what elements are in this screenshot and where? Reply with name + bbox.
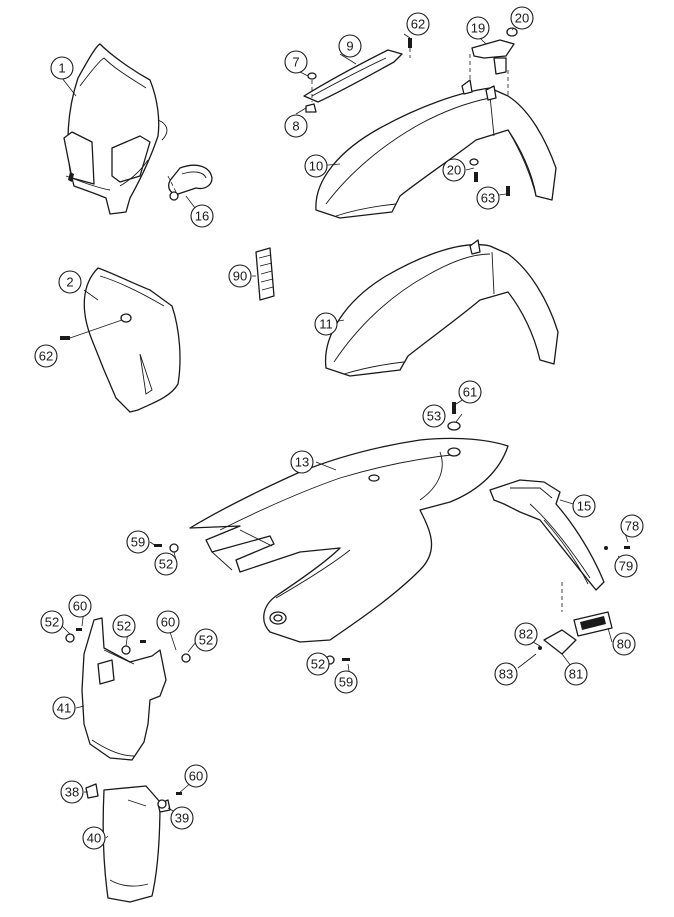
callout-90: 90	[228, 264, 252, 288]
svg-text:60: 60	[161, 615, 175, 630]
svg-text:78: 78	[625, 519, 639, 534]
front-fender-11	[324, 239, 559, 377]
callout-20-top: 20	[510, 6, 534, 30]
callout-62-top: 62	[406, 12, 430, 36]
callout-15: 15	[572, 494, 596, 518]
callout-52-e: 52	[306, 652, 330, 676]
svg-text:81: 81	[569, 667, 583, 682]
svg-text:82: 82	[519, 627, 533, 642]
svg-text:20: 20	[515, 11, 529, 26]
callout-11: 11	[314, 312, 338, 336]
callout-7: 7	[284, 50, 308, 74]
svg-text:63: 63	[481, 191, 495, 206]
svg-text:1: 1	[58, 61, 65, 76]
svg-text:62: 62	[39, 349, 53, 364]
callout-1: 1	[50, 56, 74, 80]
svg-text:90: 90	[233, 269, 247, 284]
callout-38: 38	[60, 780, 84, 804]
callout-60-b: 60	[156, 610, 180, 634]
headlight-clamp	[167, 164, 213, 201]
svg-text:79: 79	[619, 559, 633, 574]
callout-40: 40	[82, 826, 106, 850]
svg-text:9: 9	[346, 39, 353, 54]
callout-83: 83	[494, 662, 518, 686]
callout-63: 63	[476, 186, 500, 210]
callout-8: 8	[284, 114, 308, 138]
callout-82: 82	[514, 622, 538, 646]
svg-text:40: 40	[87, 831, 101, 846]
callout-52-d: 52	[194, 628, 218, 652]
mud-guard	[81, 617, 167, 761]
foam-pad	[255, 247, 275, 301]
svg-text:15: 15	[577, 499, 591, 514]
svg-text:52: 52	[311, 657, 325, 672]
svg-text:52: 52	[45, 615, 59, 630]
side-panel	[189, 437, 509, 643]
svg-text:52: 52	[159, 557, 173, 572]
callout-53: 53	[422, 404, 446, 428]
svg-text:60: 60	[73, 599, 87, 614]
callout-19: 19	[466, 16, 490, 40]
svg-text:8: 8	[292, 119, 299, 134]
svg-text:2: 2	[66, 275, 73, 290]
svg-text:19: 19	[471, 21, 485, 36]
callout-80: 80	[612, 632, 636, 656]
svg-text:52: 52	[199, 633, 213, 648]
callout-10: 10	[304, 154, 328, 178]
callout-41: 41	[52, 696, 76, 720]
svg-text:41: 41	[57, 701, 71, 716]
number-plate	[60, 267, 181, 413]
svg-text:11: 11	[319, 317, 333, 332]
front-fender-10	[315, 79, 557, 219]
svg-text:62: 62	[411, 17, 425, 32]
svg-text:13: 13	[295, 455, 309, 470]
callout-61: 61	[458, 380, 482, 404]
svg-text:38: 38	[65, 785, 79, 800]
headlight-mask	[63, 43, 168, 215]
callout-60-a: 60	[68, 594, 92, 618]
svg-text:59: 59	[339, 675, 353, 690]
svg-text:52: 52	[117, 619, 131, 634]
callout-20-mid: 20	[442, 158, 466, 182]
callout-78: 78	[620, 514, 644, 538]
callout-16: 16	[190, 204, 214, 228]
callout-13: 13	[290, 450, 314, 474]
callout-52-b: 52	[40, 610, 64, 634]
rear-fender	[489, 479, 605, 612]
callout-39: 39	[170, 806, 194, 830]
svg-text:20: 20	[447, 163, 461, 178]
svg-text:53: 53	[427, 409, 441, 424]
callout-52-c: 52	[112, 614, 136, 638]
svg-text:60: 60	[189, 769, 203, 784]
callout-62-left: 62	[34, 344, 58, 368]
callout-60-c: 60	[184, 764, 208, 788]
svg-text:39: 39	[175, 811, 189, 826]
svg-text:80: 80	[617, 637, 631, 652]
svg-text:83: 83	[499, 667, 513, 682]
callout-81: 81	[564, 662, 588, 686]
callout-59-b: 59	[334, 670, 358, 694]
svg-text:16: 16	[195, 209, 209, 224]
callout-79: 79	[614, 554, 638, 578]
callout-2: 2	[58, 270, 82, 294]
callout-52-a: 52	[154, 552, 178, 576]
svg-text:10: 10	[309, 159, 323, 174]
svg-text:61: 61	[463, 385, 477, 400]
fork-bracket	[469, 27, 518, 110]
svg-text:7: 7	[292, 55, 299, 70]
callout-59-a: 59	[126, 530, 150, 554]
callout-9: 9	[338, 34, 362, 58]
license-plate-holder	[538, 546, 613, 655]
svg-text:59: 59	[131, 535, 145, 550]
